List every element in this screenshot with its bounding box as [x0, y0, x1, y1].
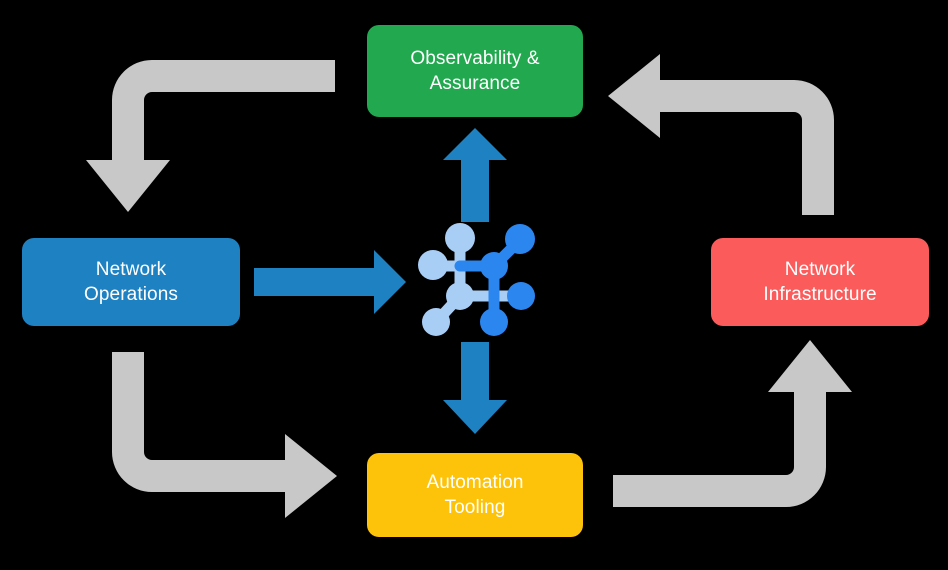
arrow-infrastructure-to-observability — [608, 54, 834, 215]
box-operations-label: Network Operations — [84, 257, 178, 307]
box-network-infrastructure[interactable]: Network Infrastructure — [711, 238, 929, 326]
network-icon-links — [428, 234, 526, 328]
box-operations-line2: Operations — [84, 284, 178, 305]
arrow-center-to-automation — [443, 342, 507, 434]
box-automation-line2: Tooling — [444, 497, 506, 518]
box-infrastructure-label: Network Infrastructure — [763, 257, 876, 307]
box-infrastructure-line1: Network — [784, 258, 856, 280]
box-automation-tooling[interactable]: Automation Tooling — [367, 453, 583, 537]
box-observability-label: Observability & Assurance — [410, 46, 539, 96]
arrow-observability-to-operations — [86, 60, 335, 212]
box-operations-line1: Network — [95, 258, 167, 280]
box-network-operations[interactable]: Network Operations — [22, 238, 240, 326]
box-automation-line1: Automation — [426, 471, 524, 493]
box-observability-assurance[interactable]: Observability & Assurance — [367, 25, 583, 117]
arrow-operations-to-center — [254, 250, 406, 314]
arrow-center-to-observability — [443, 128, 507, 222]
network-icon-nodes — [418, 223, 535, 336]
box-automation-label: Automation Tooling — [426, 470, 523, 520]
box-infrastructure-line2: Infrastructure — [763, 284, 877, 305]
arrow-automation-to-infrastructure — [613, 340, 852, 507]
arrow-operations-to-automation — [112, 352, 337, 518]
box-observability-line2: Assurance — [429, 73, 521, 94]
box-observability-line1: Observability & — [410, 47, 540, 69]
